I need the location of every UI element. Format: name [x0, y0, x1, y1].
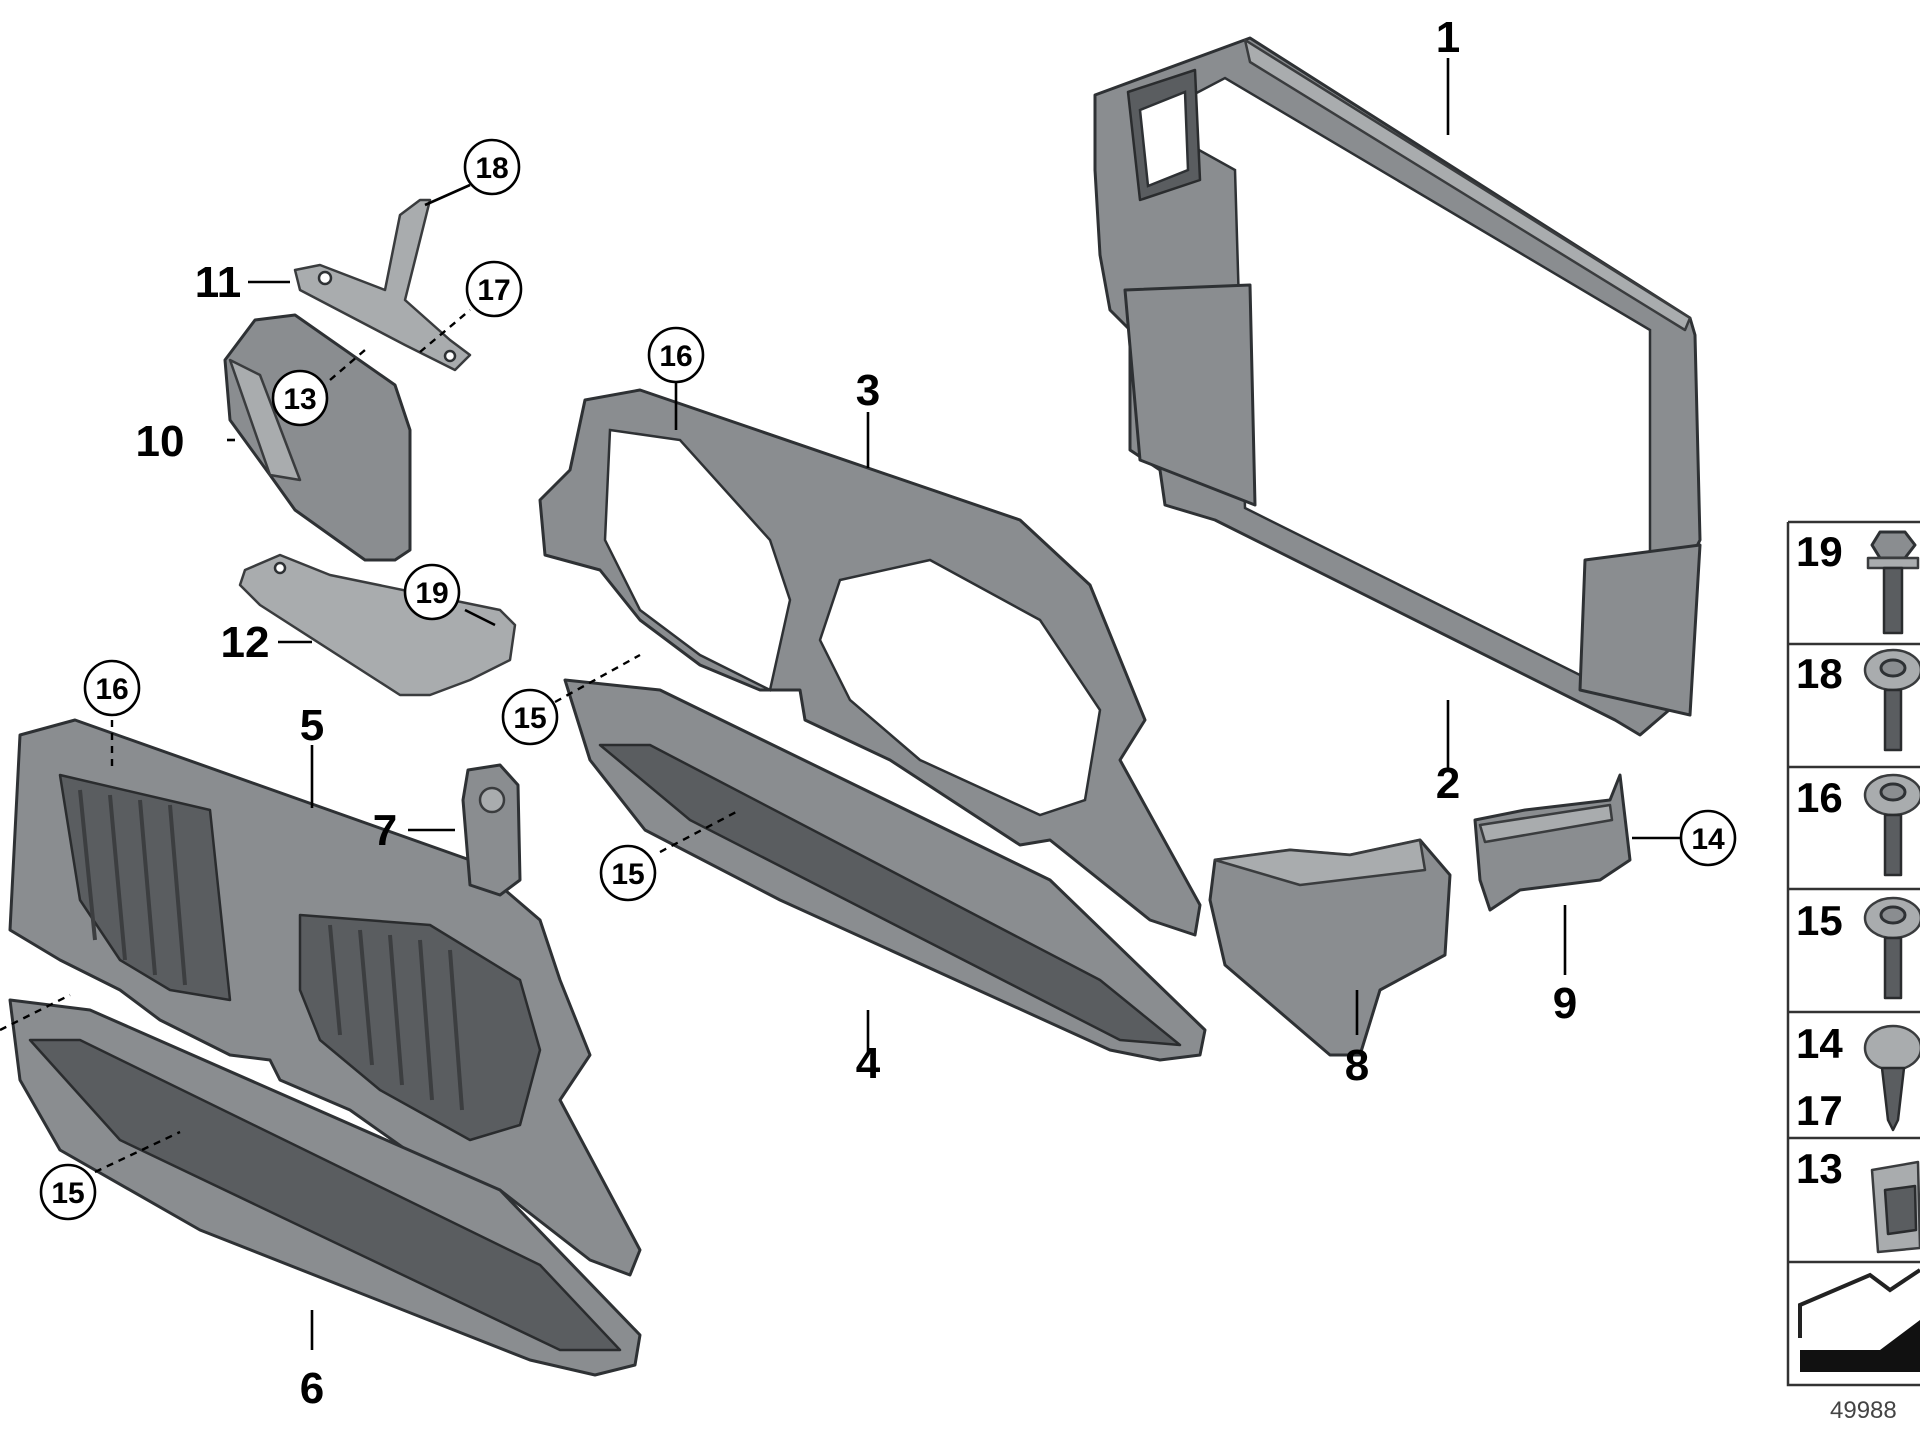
leader-lines — [0, 58, 1688, 1350]
callout-12: 12 — [221, 618, 270, 667]
circled-callout-17: 17 — [465, 260, 523, 318]
callout-6: 6 — [300, 1364, 324, 1413]
legend-label-13: 13 — [1796, 1145, 1843, 1192]
svg-text:13: 13 — [283, 383, 316, 416]
circled-callout-18: 18 — [463, 138, 521, 196]
callout-9: 9 — [1553, 979, 1577, 1028]
callout-7: 7 — [373, 806, 397, 855]
callout-10: 10 — [136, 417, 185, 466]
grille-carrier-part — [8, 718, 642, 1277]
clip-nut-icon — [1870, 1160, 1920, 1254]
svg-text:16: 16 — [659, 340, 692, 373]
callout-3: 3 — [856, 366, 880, 415]
diagram-reference-number: 49988 — [1830, 1397, 1897, 1424]
callout-1: 1 — [1436, 13, 1460, 62]
legend-label-19: 19 — [1796, 528, 1843, 575]
torx-screw-icon — [1863, 896, 1920, 1000]
svg-text:15: 15 — [513, 702, 546, 735]
circled-callout-16-upper: 16 — [647, 326, 705, 384]
circled-callout-15-b: 15 — [599, 844, 657, 902]
fastener-callouts: 18 17 13 16 16 19 15 15 — [39, 138, 1737, 1221]
lower-air-guide-part — [563, 678, 1207, 1062]
circled-callout-16-lower: 16 — [83, 659, 141, 717]
flange-bolt-icon — [1866, 530, 1920, 635]
svg-text:15: 15 — [51, 1177, 84, 1210]
callout-4: 4 — [856, 1039, 881, 1088]
legend-label-15: 15 — [1796, 897, 1843, 944]
self-tapping-screw-icon — [1863, 1024, 1920, 1132]
direction-arrow-icon — [1798, 1268, 1920, 1372]
callout-11: 11 — [195, 258, 242, 307]
legend-label-16: 16 — [1796, 774, 1843, 821]
svg-text:17: 17 — [477, 274, 510, 307]
front-lower-air-guide-part — [8, 998, 642, 1377]
air-duct-left-part — [1208, 838, 1452, 1057]
fastener-legend-table: 19 18 16 15 14 17 13 — [1786, 520, 1920, 1424]
part-number-callouts: 1 2 3 4 5 6 7 8 9 10 11 12 — [136, 13, 1578, 1413]
svg-text:16: 16 — [95, 673, 128, 706]
air-duct-upper-part — [223, 313, 412, 562]
grille-slats — [78, 789, 464, 1111]
legend-label-17: 17 — [1796, 1087, 1843, 1134]
svg-text:14: 14 — [1691, 823, 1725, 856]
torx-screw-icon — [1863, 773, 1920, 877]
svg-text:18: 18 — [475, 152, 508, 185]
circled-callout-13: 13 — [271, 369, 329, 427]
circled-callout-19: 19 — [403, 563, 461, 621]
torx-screw-icon — [1863, 648, 1920, 752]
circled-callout-14: 14 — [1679, 809, 1737, 867]
legend-label-14: 14 — [1796, 1020, 1843, 1067]
svg-text:15: 15 — [611, 858, 644, 891]
callout-5: 5 — [300, 701, 324, 750]
radiator-support-frame-part — [1093, 36, 1702, 737]
bracket-part — [293, 198, 472, 372]
air-duct-right-part — [1473, 773, 1632, 912]
support-strip-part — [238, 553, 517, 697]
circled-callout-15-a: 15 — [501, 688, 559, 746]
callout-2: 2 — [1436, 759, 1460, 808]
legend-label-18: 18 — [1796, 650, 1843, 697]
sensor-part — [461, 763, 522, 897]
circled-callout-15-c: 15 — [39, 1163, 97, 1221]
upper-carrier-frame-part — [538, 388, 1202, 937]
svg-text:19: 19 — [415, 577, 448, 610]
callout-8: 8 — [1345, 1041, 1369, 1090]
